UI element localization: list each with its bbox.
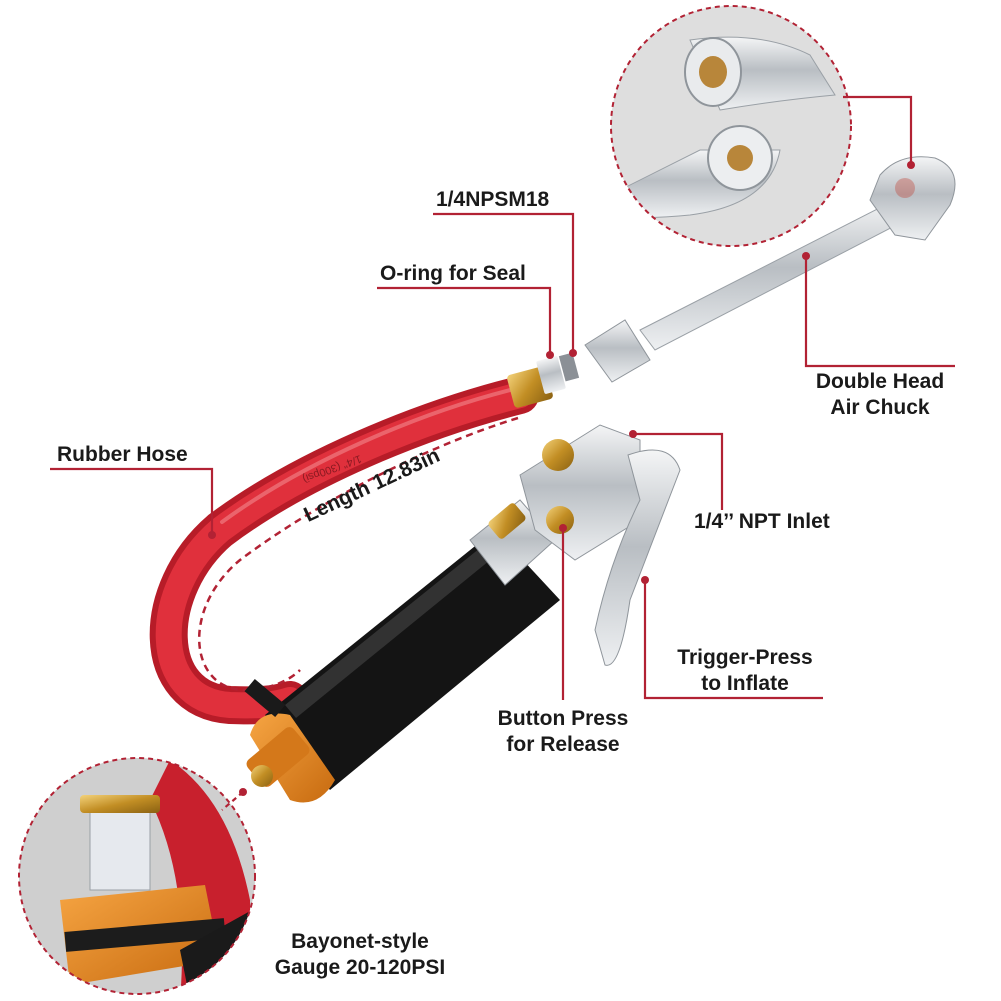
hose-fitting <box>507 352 580 408</box>
gauge-label-line1: Bayonet-style <box>291 930 429 953</box>
label-npsm: 1/4NPSM18 <box>436 188 550 211</box>
button-label-line1: Button Press <box>497 707 629 730</box>
label-npt-inlet: 1/4’’ NPT Inlet <box>694 510 830 533</box>
chuck-label-line1: Double Head <box>815 370 945 393</box>
label-rubber-hose: Rubber Hose <box>57 443 188 466</box>
leader-lines <box>50 95 955 700</box>
button-label-line2: for Release <box>506 733 620 756</box>
label-oring: O-ring for Seal <box>380 262 526 285</box>
chuck-label-line2: Air Chuck <box>830 396 930 419</box>
trigger-label-line2: to Inflate <box>701 672 789 695</box>
inflator-body <box>244 424 681 803</box>
gauge-detail-inset <box>18 757 256 995</box>
label-gauge: Bayonet-style Gauge 20-120PSI <box>255 929 465 981</box>
trigger-label-line1: Trigger-Press <box>677 646 813 669</box>
label-double-head-chuck: Double Head Air Chuck <box>805 369 955 421</box>
label-trigger: Trigger-Press to Inflate <box>660 645 830 697</box>
chuck-detail-inset <box>610 5 852 247</box>
air-chuck <box>584 156 956 383</box>
rubber-hose <box>149 376 539 725</box>
label-button-release: Button Press for Release <box>488 706 638 758</box>
gauge-label-line2: Gauge 20-120PSI <box>274 956 446 979</box>
